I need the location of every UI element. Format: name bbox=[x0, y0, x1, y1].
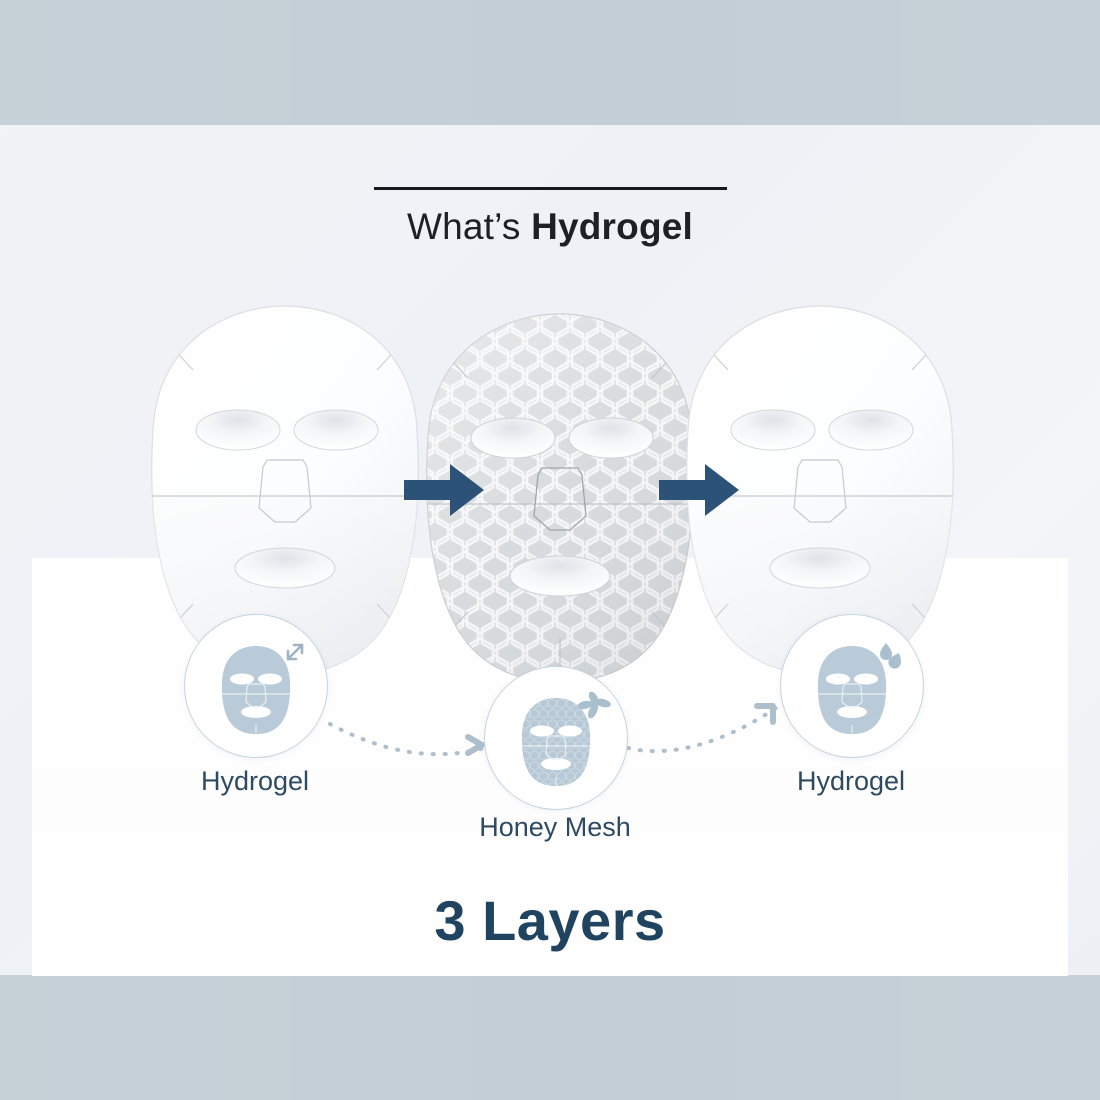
footer-headline: 3 Layers bbox=[434, 889, 666, 952]
bottom-color-band bbox=[0, 975, 1100, 1100]
page-title-prefix: What’s bbox=[406, 206, 532, 247]
top-color-band bbox=[0, 0, 1100, 125]
badge-label-layer-3: Hydrogel bbox=[796, 766, 906, 796]
process-arrow-2-icon bbox=[659, 464, 739, 516]
badge-layer-2[interactable] bbox=[484, 666, 628, 810]
mask-layer-hydrogel-front bbox=[151, 305, 419, 675]
title-divider-rule bbox=[374, 187, 727, 190]
mask-flower-icon bbox=[521, 691, 611, 786]
mask-stretch-icon bbox=[221, 643, 304, 734]
badge-layer-1[interactable] bbox=[184, 614, 328, 758]
page-title: What’s Hydrogel bbox=[0, 206, 1100, 248]
badge-label-layer-2: Honey Mesh bbox=[479, 812, 631, 842]
page-title-keyword: Hydrogel bbox=[531, 206, 694, 247]
process-arrow-1-icon bbox=[404, 464, 484, 516]
badge-layer-3[interactable] bbox=[780, 614, 924, 758]
mask-droplet-icon bbox=[817, 643, 901, 734]
mask-sequence bbox=[0, 290, 1100, 683]
mask-layer-honey-mesh bbox=[426, 313, 694, 683]
badge-label-layer-1: Hydrogel bbox=[200, 766, 310, 796]
